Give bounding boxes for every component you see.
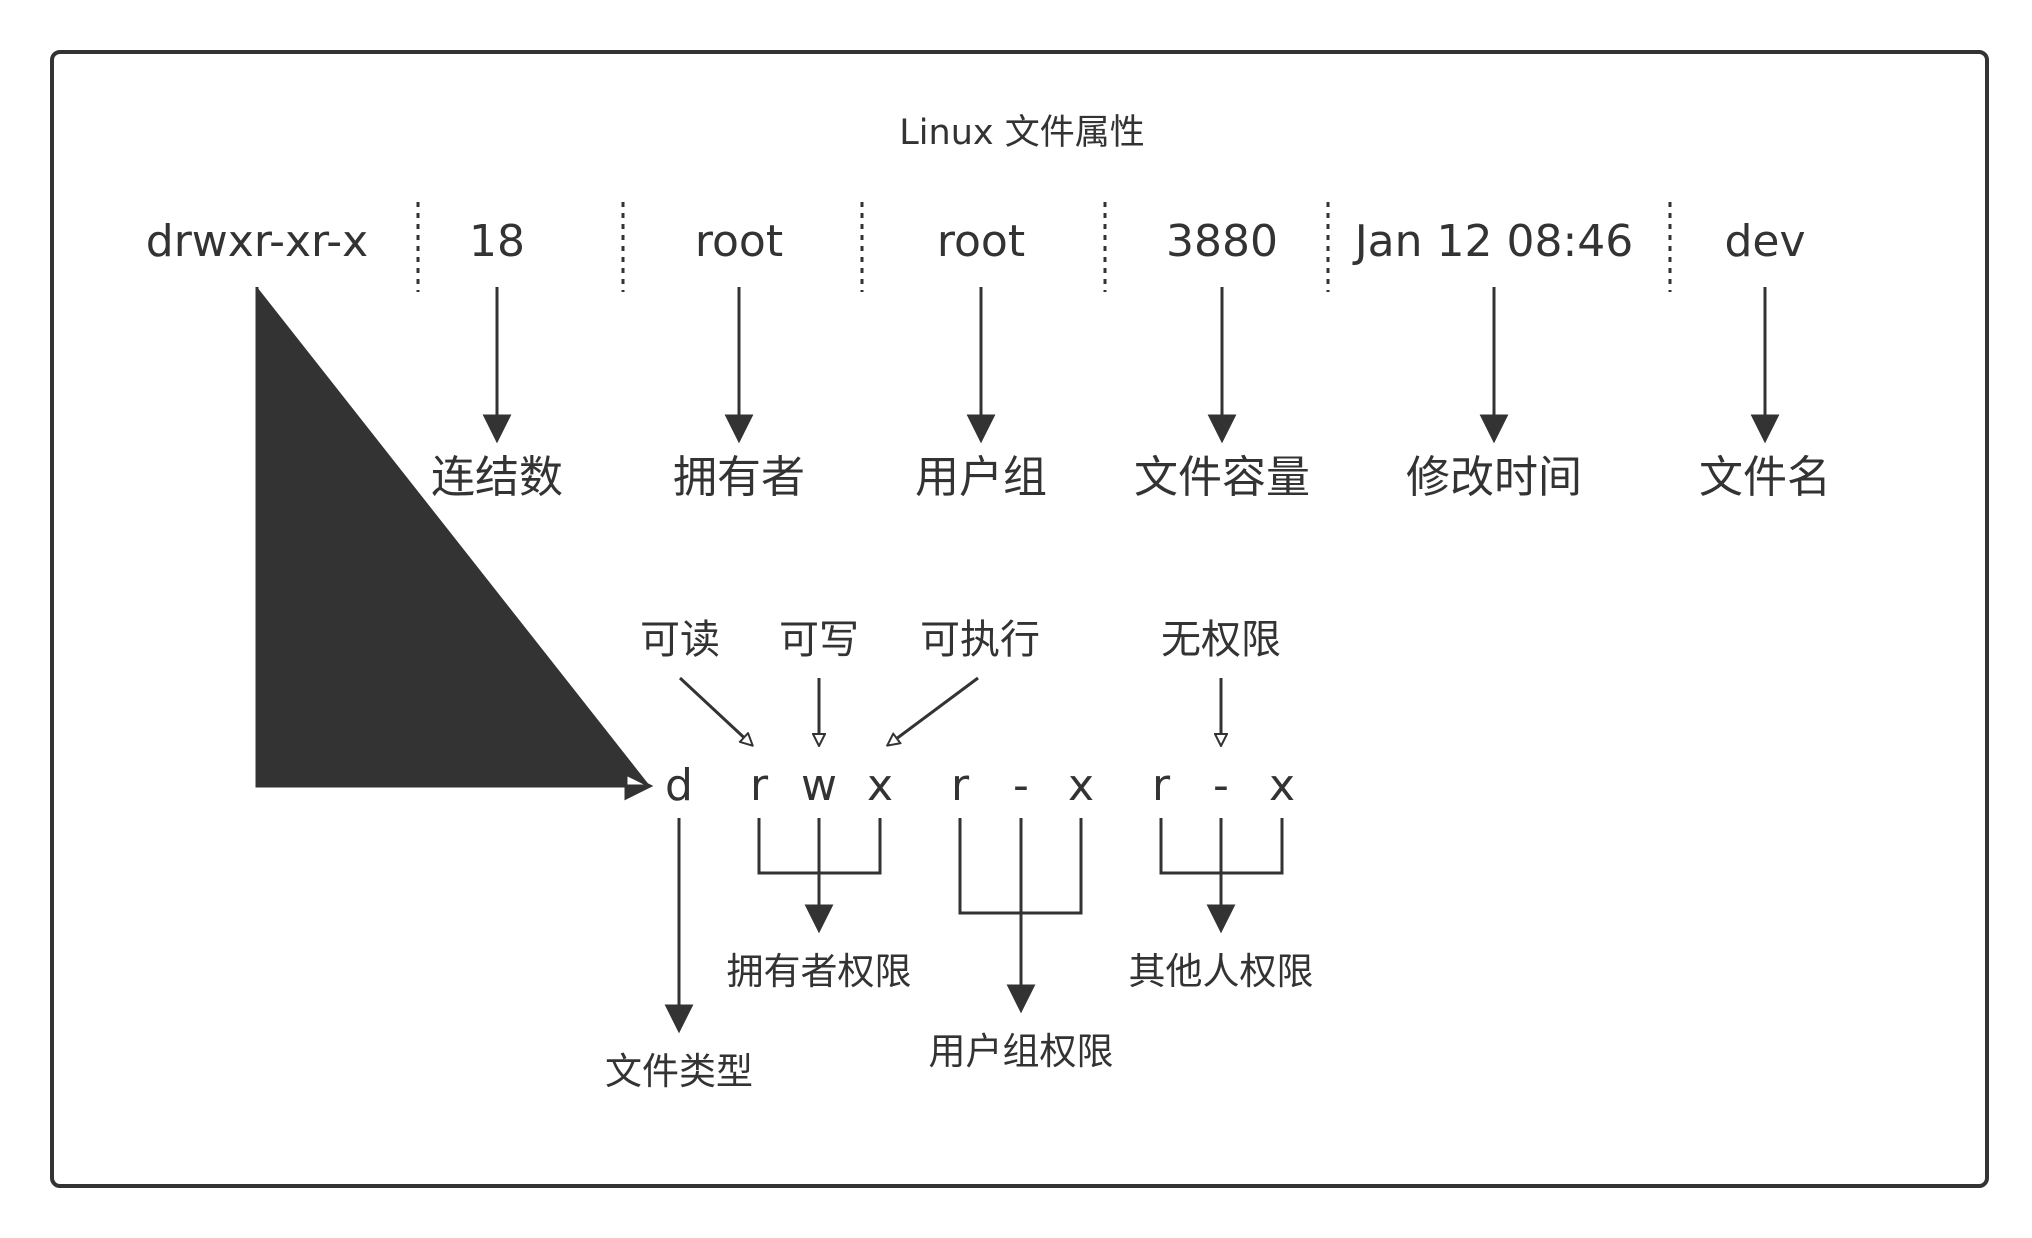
bracket-group <box>958 818 1083 1010</box>
label-read: 可读 <box>640 617 720 663</box>
field-group: root <box>936 216 1026 267</box>
arrow-read <box>678 676 752 745</box>
field-filename: dev <box>1724 216 1806 267</box>
perm-char-group-read: r <box>950 760 970 811</box>
arrow-perm-string <box>255 287 654 801</box>
field-size: 3880 <box>1166 216 1278 267</box>
perm-char-others-write: - <box>1213 760 1229 811</box>
arrow-link-count <box>482 287 512 444</box>
label-owner-permission: 拥有者权限 <box>726 950 912 993</box>
desc-link-count: 连结数 <box>431 452 563 503</box>
perm-char-owner-write: w <box>801 760 837 811</box>
desc-group: 用户组 <box>915 452 1047 503</box>
desc-mtime: 修改时间 <box>1406 452 1582 503</box>
perm-char-type: d <box>665 760 693 811</box>
diagram-frame <box>50 50 1989 1188</box>
desc-size: 文件容量 <box>1134 452 1310 503</box>
label-none: 无权限 <box>1161 617 1281 663</box>
desc-filename: 文件名 <box>1699 452 1831 503</box>
perm-char-group-write: - <box>1013 760 1029 811</box>
arrow-filename <box>1750 287 1780 444</box>
perm-char-owner-read: r <box>749 760 769 811</box>
field-mtime: Jan 12 08:46 <box>1354 216 1634 267</box>
perm-char-owner-exec: x <box>866 760 894 811</box>
perm-char-others-exec: x <box>1268 760 1296 811</box>
arrow-execute <box>888 676 979 745</box>
label-group-permission: 用户组权限 <box>928 1030 1114 1073</box>
arrow-owner <box>724 287 754 444</box>
perm-char-group-exec: x <box>1067 760 1095 811</box>
perm-char-others-read: r <box>1151 760 1171 811</box>
arrow-group <box>966 287 996 444</box>
field-permissions: drwxr-xr-x <box>145 216 369 267</box>
label-write: 可写 <box>779 617 859 663</box>
label-file-type: 文件类型 <box>605 1050 753 1093</box>
arrow-group-perm <box>1006 984 1036 1014</box>
arrow-owner-perm <box>804 904 834 934</box>
arrow-file-type <box>664 818 694 1034</box>
arrow-mtime <box>1479 287 1509 444</box>
label-execute: 可执行 <box>920 617 1040 663</box>
diagram-title: Linux 文件属性 <box>899 113 1145 153</box>
desc-owner: 拥有者 <box>673 452 805 503</box>
field-link-count: 18 <box>469 216 525 267</box>
arrow-size <box>1207 287 1237 444</box>
arrow-others-perm <box>1206 904 1236 934</box>
field-owner: root <box>694 216 784 267</box>
label-others-permission: 其他人权限 <box>1128 950 1314 993</box>
